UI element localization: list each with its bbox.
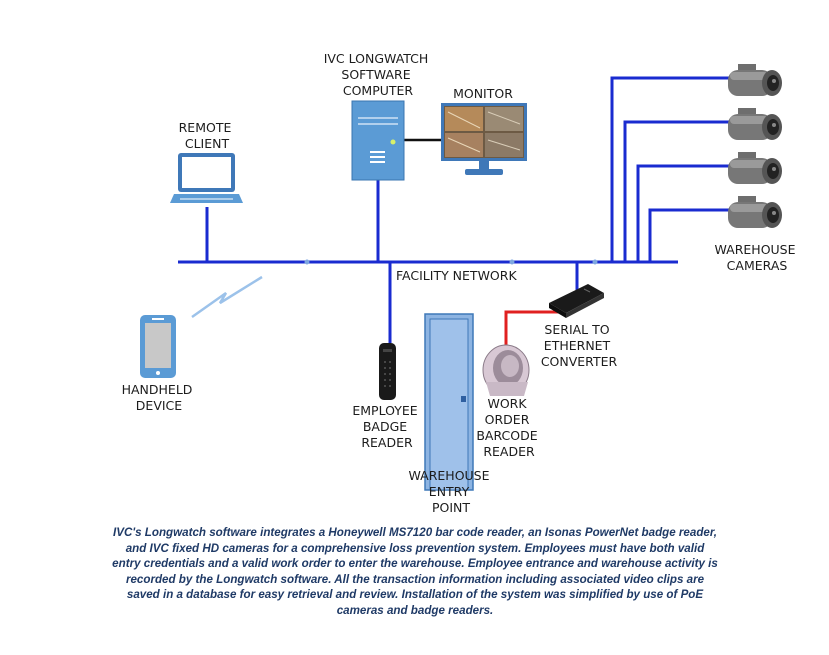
badge-reader-label-line: BADGE [363, 419, 407, 434]
handheld-device-label-line: DEVICE [136, 398, 182, 413]
badge-reader-label-line: EMPLOYEE [352, 403, 417, 418]
barcode-reader-label-line: BARCODE [476, 428, 537, 443]
software-computer-label-line: SOFTWARE [341, 67, 410, 82]
handheld-device-label: HANDHELD DEVICE [122, 382, 197, 413]
entry-point-label-line: WAREHOUSE [408, 468, 489, 483]
server-icon [351, 100, 405, 181]
facility-network-label: FACILITY NETWORK [396, 268, 517, 283]
laptop-icon [170, 153, 243, 203]
camera-icon [728, 108, 782, 140]
entry-point-label: WAREHOUSE ENTRY POINT [408, 468, 493, 515]
door-icon [424, 313, 474, 491]
network-joints [304, 259, 598, 265]
barcode-reader-label: WORK ORDER BARCODE READER [476, 396, 541, 459]
badge-reader-label: EMPLOYEE BADGE READER [352, 403, 421, 450]
warehouse-cameras-label-line: WAREHOUSE [714, 242, 795, 257]
monitor-label-line: MONITOR [453, 86, 513, 101]
facility-network-label-line: FACILITY NETWORK [396, 268, 517, 283]
barcode-reader-label-line: ORDER [485, 412, 530, 427]
serial-cable [504, 310, 560, 352]
camera-icon [728, 196, 782, 228]
converter-label-line: CONVERTER [541, 354, 618, 369]
barcode-scanner-icon [482, 344, 530, 396]
diagram-caption: IVC's Longwatch software integrates a Ho… [112, 526, 718, 617]
monitor-icon [441, 103, 527, 175]
software-computer-label: IVC LONGWATCH SOFTWARE COMPUTER [324, 51, 433, 98]
software-computer-label-line: IVC LONGWATCH [324, 51, 429, 66]
remote-client-label: REMOTE CLIENT [179, 120, 236, 151]
barcode-reader-label-line: WORK [487, 396, 527, 411]
converter-label: SERIAL TO ETHERNET CONVERTER [541, 322, 618, 369]
warehouse-cameras-label-line: CAMERAS [727, 258, 788, 273]
converter-label-line: SERIAL TO [544, 322, 609, 337]
entry-point-label-line: POINT [432, 500, 470, 515]
badge-reader-icon [379, 343, 396, 400]
converter-label-line: ETHERNET [544, 338, 611, 353]
remote-client-label-line: CLIENT [185, 136, 230, 151]
camera-icon [728, 64, 782, 96]
converter-icon [549, 284, 604, 318]
camera-icon [728, 152, 782, 184]
handheld-device-label-line: HANDHELD [122, 382, 193, 397]
phone-icon [140, 315, 176, 378]
remote-client-label-line: REMOTE [179, 120, 232, 135]
warehouse-cameras-label: WAREHOUSE CAMERAS [714, 242, 799, 273]
entry-point-label-line: ENTRY [429, 484, 470, 499]
badge-reader-label-line: READER [361, 435, 413, 450]
wireless-signal-icon [191, 275, 263, 319]
barcode-reader-label-line: READER [483, 444, 535, 459]
monitor-label: MONITOR [453, 86, 513, 101]
software-computer-label-line: COMPUTER [343, 83, 414, 98]
